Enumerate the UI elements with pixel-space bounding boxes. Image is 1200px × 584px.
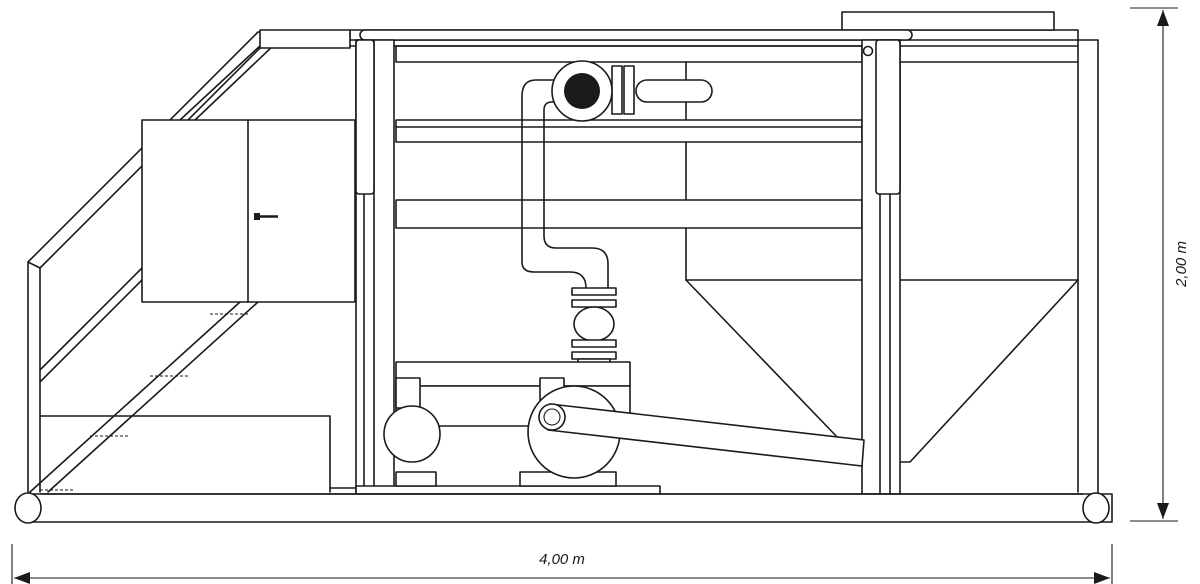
top-frame <box>259 11 1079 63</box>
stair-platform <box>39 415 357 493</box>
inclined-pipe <box>538 403 865 467</box>
pipe-opening-icon <box>564 73 600 109</box>
pump-motor-left <box>383 377 441 463</box>
settling-tank <box>685 39 1099 493</box>
width-dimension-label: 4,00 m <box>539 551 585 568</box>
control-cabinet <box>141 119 356 303</box>
stair-stringer <box>29 301 259 493</box>
width-dimension: 4,00 m <box>11 544 1113 584</box>
skid-base <box>14 492 1113 524</box>
height-dimension: 2,00 m <box>1130 7 1190 522</box>
right-column <box>861 39 901 495</box>
height-dimension-label: 2,00 m <box>1173 241 1190 288</box>
cross-beams <box>395 119 863 229</box>
cabinet-handle-icon <box>254 213 260 220</box>
discharge-pipe <box>521 60 713 289</box>
